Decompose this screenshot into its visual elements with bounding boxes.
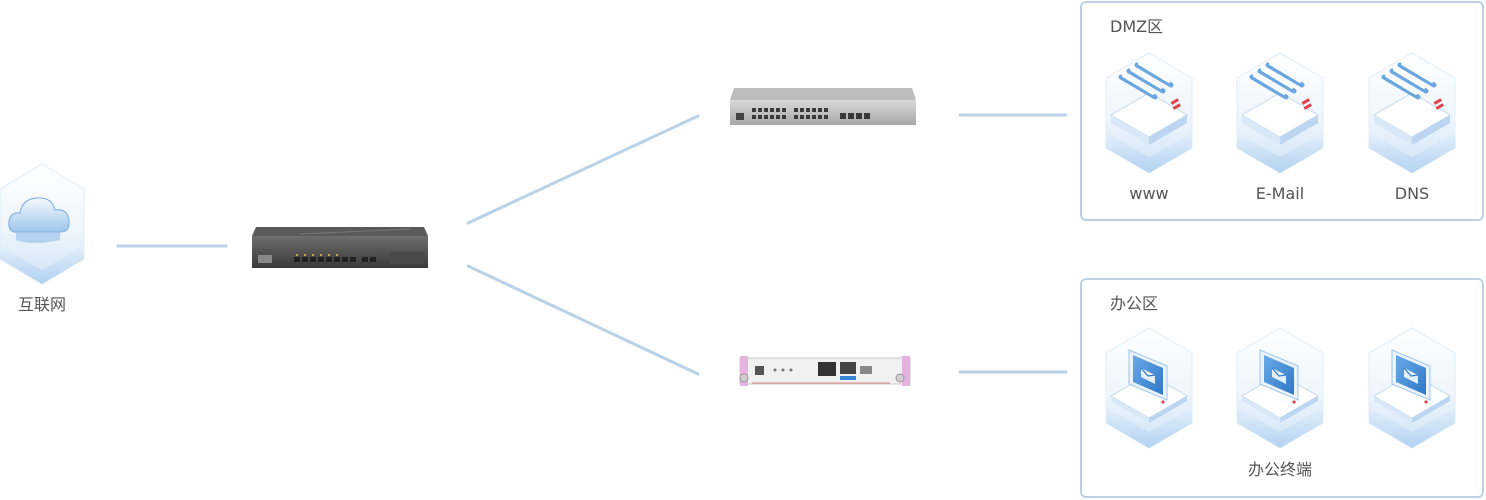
laptop-icon [1368, 327, 1456, 449]
server-icon [1105, 52, 1193, 174]
gateway-device-icon [252, 227, 428, 268]
server-label-email: E-Mail [1256, 184, 1304, 203]
connection-lines [116, 113, 1068, 376]
link-gateway-switch [466, 114, 700, 225]
server-icon [1368, 52, 1456, 174]
server-label-www: www [1129, 184, 1168, 203]
office-terminals-label: 办公终端 [1248, 460, 1312, 479]
internet-label: 互联网 [18, 295, 66, 314]
server-label-dns: DNS [1395, 184, 1429, 203]
dmz-zone-title: DMZ区 [1110, 17, 1163, 36]
cloud-icon [0, 163, 85, 285]
laptop-icon [1105, 327, 1193, 449]
dmz-servers [1105, 52, 1456, 174]
network-module-icon [739, 356, 911, 386]
office-zone-title: 办公区 [1110, 294, 1158, 313]
link-gateway-module [466, 264, 700, 376]
server-icon [1236, 52, 1324, 174]
office-laptops [1105, 327, 1456, 449]
switch-icon [730, 88, 916, 125]
laptop-icon [1236, 327, 1324, 449]
